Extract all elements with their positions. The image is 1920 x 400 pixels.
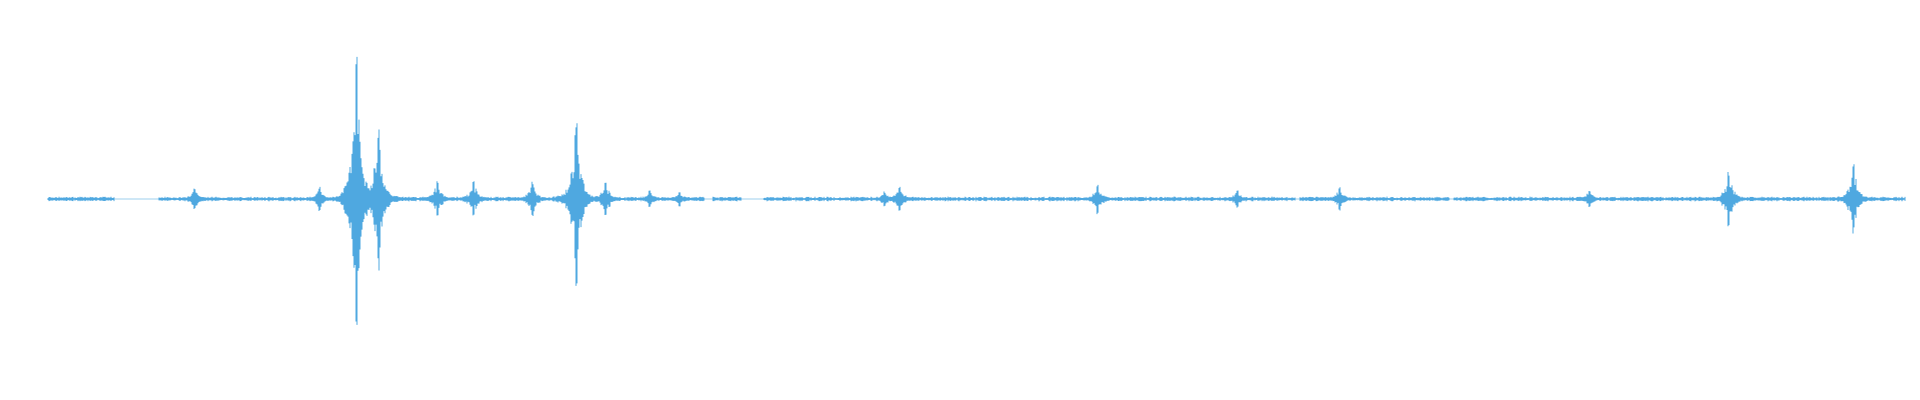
waveform-amplitude-bars <box>47 56 1906 325</box>
